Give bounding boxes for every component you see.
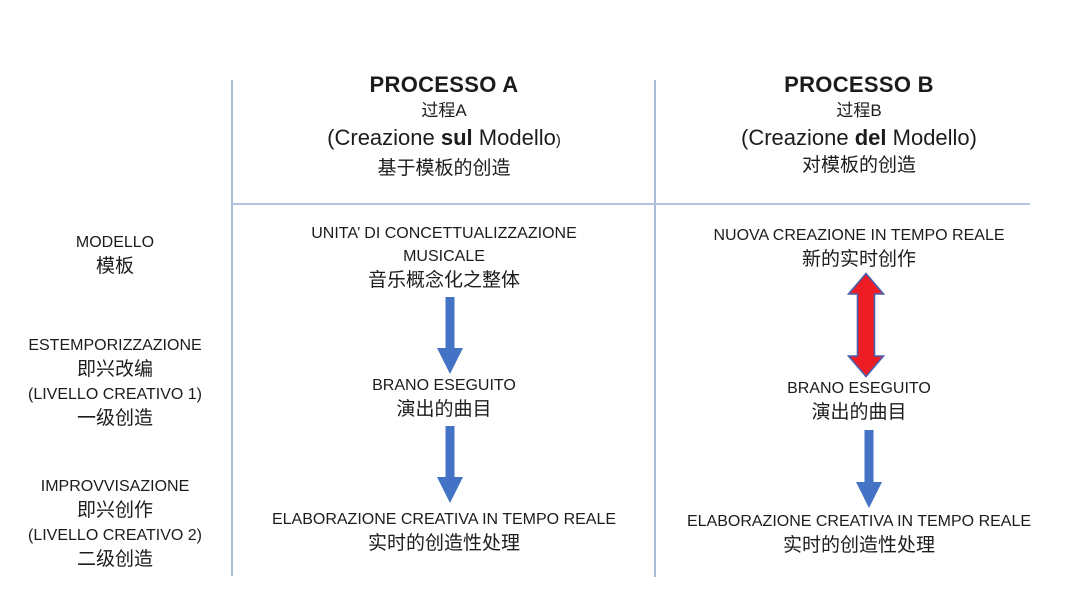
row-label-line: ESTEMPORIZZAZIONE <box>28 337 202 354</box>
down-arrow-icon <box>856 430 882 508</box>
row-label-line: (LIVELLO CREATIVO 2) <box>28 527 202 544</box>
node-b-brano-eseguito: BRANO ESEGUITO 演出的曲目 <box>652 377 1066 426</box>
row-label-line: IMPROVVISAZIONE <box>40 478 190 495</box>
row-label-line: 二级创造 <box>76 549 153 570</box>
node-b-elaborazione: ELABORAZIONE CREATIVA IN TEMPO REALE 实时的… <box>652 510 1066 559</box>
double-headed-arrow-icon <box>847 272 885 378</box>
process-a-subtitle: (Creazione sul Modello) <box>327 125 561 150</box>
node-text-it: ELABORAZIONE CREATIVA IN TEMPO REALE <box>271 511 617 528</box>
node-text-it: NUOVA CREAZIONE IN TEMPO REALE <box>713 227 1005 244</box>
node-text-zh: 音乐概念化之整体 <box>367 270 520 291</box>
process-b-title-zh: 过程B <box>836 101 882 120</box>
process-a-subtitle-keyword: sul <box>440 125 473 150</box>
node-text-zh: 演出的曲目 <box>396 399 492 420</box>
node-text-it: BRANO ESEGUITO <box>372 377 516 394</box>
process-a-subtitle-zh: 基于模板的创造 <box>377 158 511 179</box>
node-a-brano-eseguito: BRANO ESEGUITO 演出的曲目 <box>239 374 649 423</box>
process-b-subtitle: (Creazione del Modello) <box>741 125 977 150</box>
column-divider-left <box>231 80 233 576</box>
node-text-zh: 实时的创造性处理 <box>367 533 520 554</box>
row-label-line: 即兴改编 <box>76 359 153 380</box>
node-text-it: ELABORAZIONE CREATIVA IN TEMPO REALE <box>686 513 1032 530</box>
process-b-header: PROCESSO B 过程B (Creazione del Modello) 对… <box>652 71 1066 179</box>
row-label-line: (LIVELLO CREATIVO 1) <box>28 386 202 403</box>
down-arrow-icon <box>437 426 463 503</box>
process-b-subtitle-keyword: del <box>854 125 887 150</box>
node-text-zh: 实时的创造性处理 <box>782 535 935 556</box>
row-label-modello: MODELLO 模板 <box>0 231 230 280</box>
process-b-title: PROCESSO B <box>784 72 934 97</box>
process-a-header: PROCESSO A 过程A (Creazione sul Modello) 基… <box>239 71 649 182</box>
node-text-zh: 演出的曲目 <box>811 402 907 423</box>
node-a-elaborazione: ELABORAZIONE CREATIVA IN TEMPO REALE 实时的… <box>239 508 649 557</box>
node-a-conceptualization: UNITA’ DI CONCETTUALIZZAZIONE MUSICALE 音… <box>239 222 649 294</box>
row-label-line: 一级创造 <box>76 408 153 429</box>
node-text-zh: 新的实时创作 <box>801 249 916 270</box>
row-label-line: 即兴创作 <box>76 500 153 521</box>
down-arrow-icon <box>437 297 463 374</box>
node-text-it: MUSICALE <box>403 248 485 265</box>
row-label-line: MODELLO <box>75 234 155 251</box>
node-b-nuova-creazione: NUOVA CREAZIONE IN TEMPO REALE 新的实时创作 <box>652 224 1066 273</box>
row-label-improvvisazione: IMPROVVISAZIONE 即兴创作 (LIVELLO CREATIVO 2… <box>0 475 230 573</box>
row-label-estemporizzazione: ESTEMPORIZZAZIONE 即兴改编 (LIVELLO CREATIVO… <box>0 334 230 432</box>
node-text-it: BRANO ESEGUITO <box>787 380 931 397</box>
process-a-title: PROCESSO A <box>369 72 519 97</box>
header-divider <box>232 203 1030 205</box>
process-b-subtitle-zh: 对模板的创造 <box>801 155 916 176</box>
row-label-line: 模板 <box>95 256 134 277</box>
process-a-title-zh: 过程A <box>421 101 467 120</box>
column-divider-right <box>654 80 656 577</box>
node-text-it: UNITA’ DI CONCETTUALIZZAZIONE <box>311 225 577 242</box>
